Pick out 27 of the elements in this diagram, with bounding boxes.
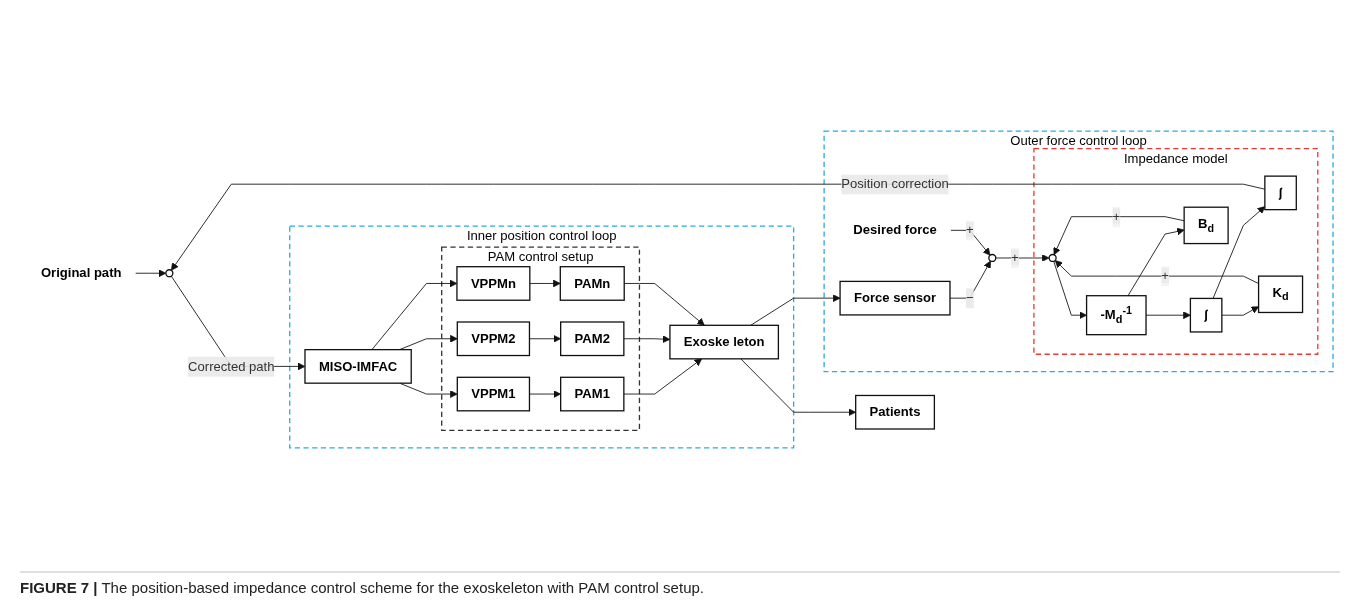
node-box: VPPM1 xyxy=(456,376,531,412)
node-box: Patients xyxy=(855,394,936,430)
edge-label: + xyxy=(1161,268,1169,283)
node-box: ∫ xyxy=(1264,175,1297,211)
node-box: PAM2 xyxy=(560,321,625,357)
node-box: PAM1 xyxy=(560,376,625,412)
edge-label: Position correction xyxy=(841,176,949,191)
node-box: K$_{d}$ xyxy=(1257,275,1304,314)
node-box: VPPM2 xyxy=(456,321,531,357)
node-box: MISO-IMFAC xyxy=(304,349,412,384)
node-box: ∫ xyxy=(1189,297,1223,333)
node-circle xyxy=(1048,253,1057,263)
figure-caption: FIGURE 7 | The position-based impedance control scheme for the exoskeleton with PAM control setup. xyxy=(20,571,1340,602)
edge-label: + xyxy=(1011,249,1019,265)
node-circle xyxy=(988,253,997,263)
node-box: Force sensor xyxy=(839,280,951,316)
node-box: PAMn xyxy=(559,266,625,301)
edge-label: Corrected path xyxy=(188,358,275,374)
node-box: B$_{d}$ xyxy=(1183,206,1229,245)
node-text: Original path xyxy=(40,265,122,280)
node-box: VPPMn xyxy=(456,266,531,301)
node-box: Exoske leton xyxy=(669,324,780,360)
node-text: Desired force xyxy=(853,222,937,238)
node-circle xyxy=(165,269,174,278)
edge-label: − xyxy=(965,290,974,305)
edge-label: + xyxy=(965,222,974,238)
edge-label: + xyxy=(1112,208,1121,224)
